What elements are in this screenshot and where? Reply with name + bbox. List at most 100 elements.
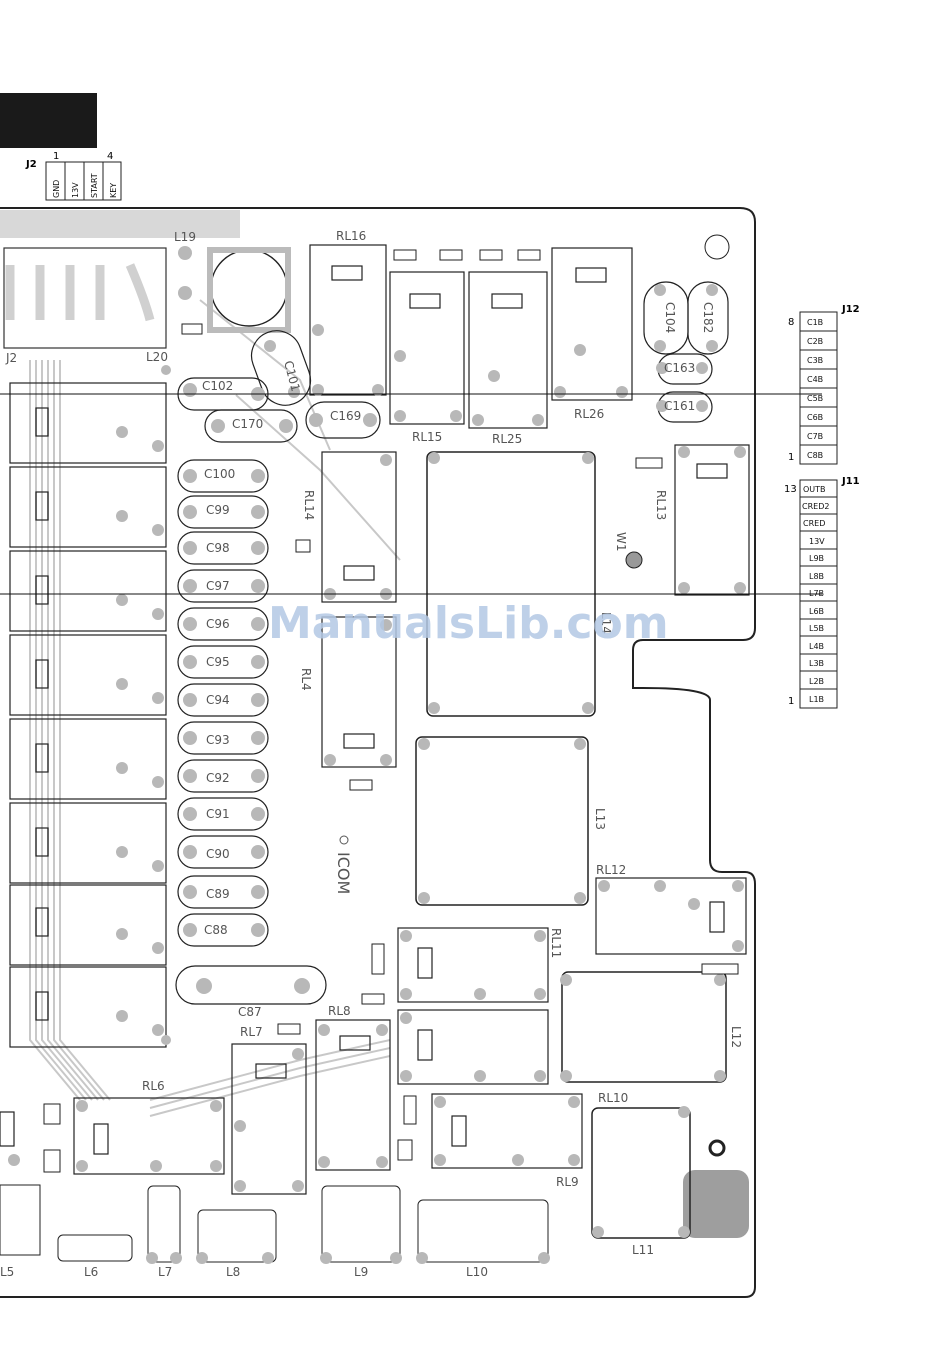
label-w1: W1: [614, 532, 628, 552]
j12-pin-c4b: C4B: [807, 375, 823, 384]
label-l14: L14: [599, 612, 613, 634]
label-rl14: RL14: [302, 490, 316, 520]
j11-pin-first: 13: [784, 484, 797, 495]
j12-pin-c1b: C1B: [807, 318, 823, 327]
label-c102: C102: [202, 379, 233, 393]
icom-brand-mark: ICOM: [334, 852, 353, 894]
label-c161: C161: [664, 399, 695, 413]
label-l12: L12: [729, 1026, 743, 1048]
label-c89: C89: [206, 887, 230, 901]
connector-j12: J12 8 1 C1B C2B C3B C4B C5B C6B C7B C8B: [788, 304, 860, 465]
label-c98: C98: [206, 541, 230, 555]
label-c182: C182: [701, 302, 715, 333]
label-l9: L9: [354, 1265, 368, 1279]
j11-pin-outb: OUTB: [803, 485, 826, 494]
capacitor-outlines: [175, 281, 729, 1005]
j12-pin-c5b: C5B: [807, 394, 823, 403]
label-c101: C101: [281, 359, 303, 393]
j11-pin-l1b: L1B: [809, 695, 824, 704]
label-c170: C170: [232, 417, 263, 431]
relay-coils: [93, 265, 728, 1155]
j12-pin-c2b: C2B: [807, 337, 823, 346]
watermark-text: ManualsLib.com: [268, 598, 669, 649]
j11-pin-l7b: L7B: [809, 589, 824, 598]
label-rl26: RL26: [574, 407, 604, 421]
label-c88: C88: [204, 923, 228, 937]
label-rl7: RL7: [240, 1025, 263, 1039]
j2-pin-start: START: [90, 173, 99, 198]
j12-pin-c6b: C6B: [807, 413, 823, 422]
j2-pin-gnd: GND: [52, 180, 61, 198]
label-c99: C99: [206, 503, 230, 517]
label-rl16: RL16: [336, 229, 366, 243]
j2-board-footprint: [3, 247, 167, 349]
label-l19: L19: [174, 230, 196, 244]
jumper-w1-pad: [625, 551, 643, 569]
relay-labels: RL16 RL15 RL25 RL26 RL14 RL13 RL4 RL12 R…: [142, 229, 668, 1189]
j11-pin-l8b: L8B: [809, 572, 824, 581]
label-rl15: RL15: [412, 430, 442, 444]
j11-title: J11: [841, 476, 860, 487]
ground-pad-corner: [683, 1170, 749, 1238]
large-capacitor-round: [210, 249, 288, 327]
j12-title: J12: [841, 304, 860, 315]
left-relay-coils: [35, 407, 49, 1021]
inductor-l11-body: [591, 1107, 691, 1239]
label-c97: C97: [206, 579, 230, 593]
inductor-l12-body: [561, 971, 727, 1083]
j2-pin-last: 4: [107, 151, 113, 162]
label-l20: L20: [146, 350, 168, 364]
j11-pin-last: 1: [788, 696, 794, 707]
label-rl4: RL4: [299, 668, 313, 691]
j11-pin-cred: CRED: [803, 519, 825, 528]
left-relay-column: [9, 382, 167, 1048]
j11-pin-cred2: CRED2: [802, 502, 829, 511]
label-c91: C91: [206, 807, 230, 821]
label-l6: L6: [84, 1265, 98, 1279]
label-c169: C169: [330, 409, 361, 423]
label-rl25: RL25: [492, 432, 522, 446]
j11-pin-l3b: L3B: [809, 659, 824, 668]
board-j2-label: J2: [5, 351, 17, 365]
smd-chips: [43, 249, 739, 1173]
mounting-hole-bottom: [708, 1139, 726, 1157]
label-l5: L5: [0, 1265, 14, 1279]
label-c95: C95: [206, 655, 230, 669]
label-rl12: RL12: [596, 863, 626, 877]
label-l10: L10: [466, 1265, 488, 1279]
label-c87: C87: [238, 1005, 262, 1019]
j12-pin-c8b: C8B: [807, 451, 823, 460]
label-l13: L13: [593, 808, 607, 830]
j2-pin-first: 1: [53, 151, 59, 162]
board-outline: [0, 207, 756, 1298]
label-l11: L11: [632, 1243, 654, 1257]
inductor-l14-body: [426, 451, 596, 717]
icom-dot-icon: [339, 835, 349, 845]
left-column-pads: [116, 426, 164, 1036]
label-c92: C92: [206, 771, 230, 785]
j2-pin-13v: 13V: [71, 182, 80, 198]
j11-pin-l5b: L5B: [809, 624, 824, 633]
component-pads: [8, 246, 746, 1264]
j11-pin-l2b: L2B: [809, 677, 824, 686]
j12-pin-c7b: C7B: [807, 432, 823, 441]
label-rl11: RL11: [549, 928, 563, 958]
j11-pin-l4b: L4B: [809, 642, 824, 651]
relay-footprints: [0, 244, 750, 1195]
label-l7: L7: [158, 1265, 172, 1279]
dark-header-block: [0, 93, 97, 148]
label-c163: C163: [664, 361, 695, 375]
mounting-hole-top: [704, 234, 730, 260]
j2-title: J2: [25, 159, 37, 170]
top-ground-band: [0, 210, 240, 238]
label-rl13: RL13: [654, 490, 668, 520]
j12-pin-first: 8: [788, 317, 794, 328]
label-rl6: RL6: [142, 1079, 165, 1093]
j2-pin-key: KEY: [109, 183, 118, 198]
label-c96: C96: [206, 617, 230, 631]
label-c100: C100: [204, 467, 235, 481]
label-c94: C94: [206, 693, 230, 707]
label-c93: C93: [206, 733, 230, 747]
j12-pin-c3b: C3B: [807, 356, 823, 365]
